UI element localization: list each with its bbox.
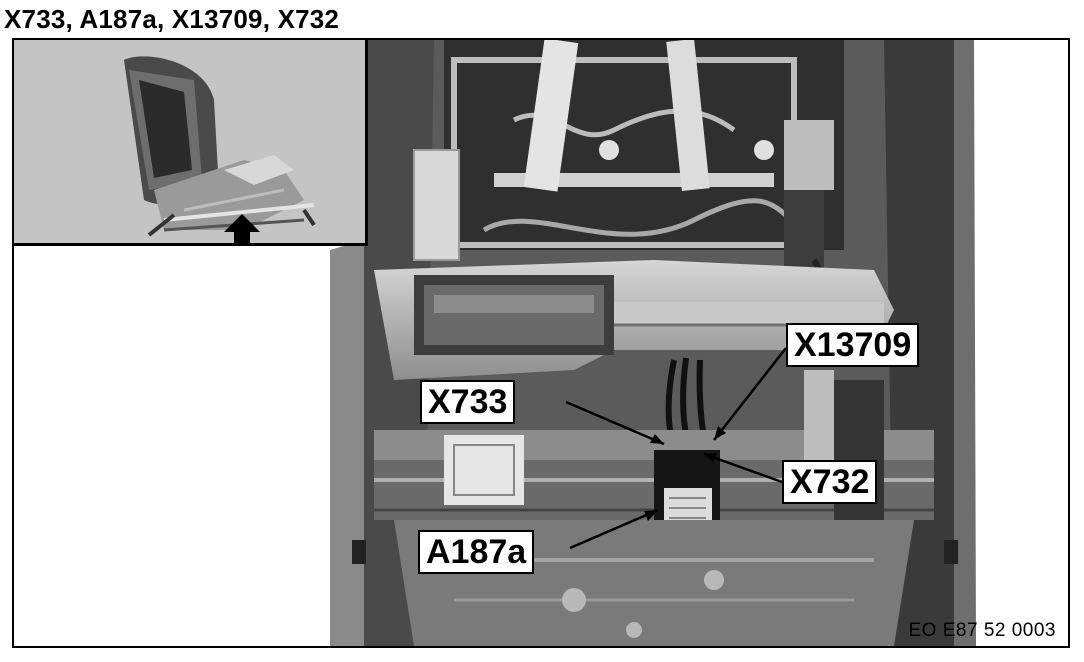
callout-a187a: A187a [418, 530, 535, 574]
reference-code: EO E87 52 0003 [908, 620, 1056, 641]
seat-overview-inset [14, 40, 368, 246]
seat-overview-illustration [124, 56, 316, 243]
callout-x732: X732 [782, 460, 878, 504]
diagram-title: X733, A187a, X13709, X732 [4, 4, 340, 34]
callout-x13709: X13709 [786, 323, 920, 367]
diagram-frame: X13709 X733 X732 A187a EO E87 52 0003 [12, 38, 1070, 648]
callout-x733: X733 [420, 380, 516, 424]
